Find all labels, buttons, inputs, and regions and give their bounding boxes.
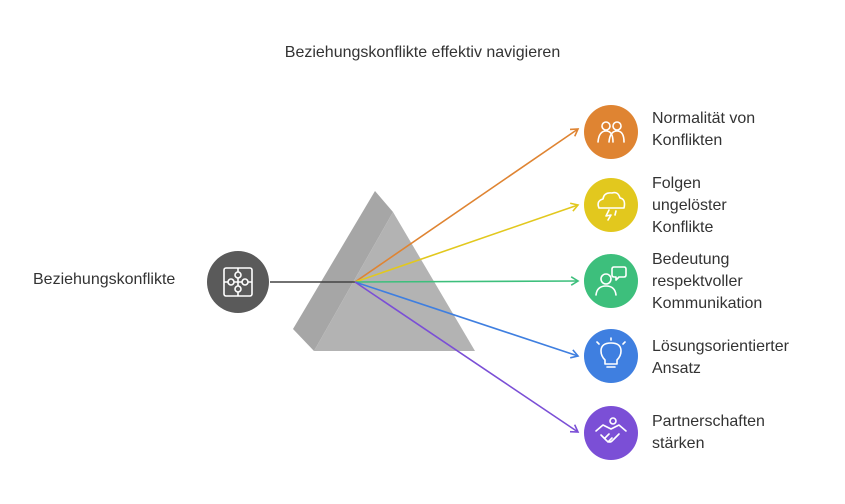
arrowhead-4 xyxy=(569,424,580,433)
arrowhead-1 xyxy=(570,202,580,212)
diagram-title: Beziehungskonflikte effektiv navigieren xyxy=(284,44,561,61)
source-label: Beziehungskonflikte xyxy=(33,271,176,288)
prism xyxy=(293,191,475,351)
prism-side-face xyxy=(293,191,393,351)
output-label-loesungsorientiert: Lösungsorientierter Ansatz xyxy=(652,338,789,377)
output-label-partnerschaften: Partnerschaften stärken xyxy=(652,413,765,452)
ray-4 xyxy=(354,281,579,433)
output-circles xyxy=(584,105,638,460)
output-circle-4 xyxy=(584,406,638,460)
output-label-bedeutung: Bedeutung respektvoller Kommunikation xyxy=(652,251,763,312)
output-label-normalitaet: Normalität von Konflikten xyxy=(652,110,756,149)
storm-cloud-icon xyxy=(597,191,626,221)
arrowhead-2 xyxy=(570,276,580,286)
output-circle-1 xyxy=(584,178,638,232)
ray-2 xyxy=(354,280,579,283)
lightbulb-icon xyxy=(596,337,626,368)
arrowhead-0 xyxy=(569,128,580,137)
arrowhead-3 xyxy=(570,349,580,359)
ray-0 xyxy=(354,128,579,283)
output-circle-3 xyxy=(584,329,638,383)
speaking-person-icon xyxy=(595,266,627,296)
source-node xyxy=(207,251,269,313)
rays xyxy=(354,128,580,433)
ray-1 xyxy=(354,204,579,283)
output-circle-0 xyxy=(584,105,638,159)
ray-3 xyxy=(354,281,579,357)
handshake-icon xyxy=(595,417,627,443)
people-icon xyxy=(597,121,625,143)
output-label-folgen: Folgen ungelöster Konflikte xyxy=(652,175,727,236)
puzzle-icon xyxy=(223,267,253,297)
